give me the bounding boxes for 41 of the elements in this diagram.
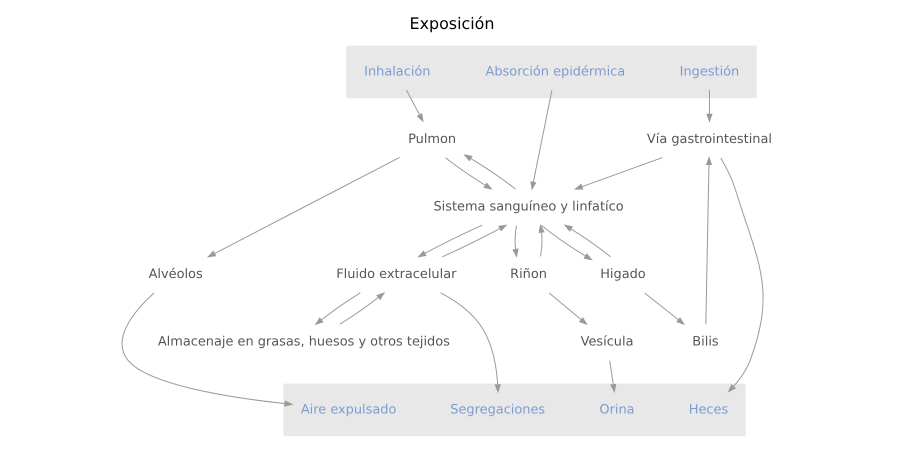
- node-text: Riñon: [510, 267, 547, 282]
- arrow: [706, 90, 713, 123]
- diagram-title: Exposición: [410, 14, 494, 33]
- node-text: Heces: [688, 402, 728, 418]
- arrow: [538, 224, 545, 257]
- node-text: Higado: [600, 267, 646, 282]
- node-text: Fluido extracelular: [336, 267, 456, 282]
- arrow: [314, 292, 361, 326]
- arrow: [122, 292, 294, 407]
- node-text: Aire expulsado: [300, 402, 396, 418]
- node-text: Vesícula: [580, 334, 634, 350]
- node-text: Ingestión: [680, 64, 740, 80]
- arrow: [206, 156, 400, 258]
- arrow: [417, 224, 483, 258]
- node-text: Segregaciones: [450, 402, 546, 418]
- node-text: Sistema sanguíneo y linfatíco: [433, 200, 624, 215]
- node-text: Almacenaje en grasas, huesos y otros tejidos: [158, 334, 450, 350]
- arrow: [574, 157, 663, 190]
- arrow: [463, 154, 516, 190]
- arrow: [644, 292, 686, 326]
- arrow: [442, 224, 508, 258]
- node-text: Bilis: [692, 334, 719, 350]
- arrow: [339, 292, 386, 325]
- arrow: [530, 90, 552, 191]
- cluster: [346, 46, 757, 98]
- arrow: [540, 224, 593, 260]
- node-text: Alvéolos: [148, 267, 203, 282]
- arrow: [512, 224, 519, 258]
- arrow: [609, 360, 616, 394]
- arrow: [705, 156, 712, 325]
- node-text: Pulmon: [408, 132, 456, 147]
- arrow: [406, 90, 424, 123]
- node-text: Absorción epidérmica: [486, 64, 626, 80]
- arrow: [548, 292, 588, 326]
- arrow: [444, 157, 493, 190]
- node-text: Vía gastrointestinal: [646, 132, 772, 147]
- arrow: [720, 157, 764, 393]
- node-text: Orina: [599, 402, 635, 418]
- node-text: Inhalación: [364, 64, 430, 80]
- arrow: [564, 224, 611, 258]
- arrow: [440, 292, 501, 394]
